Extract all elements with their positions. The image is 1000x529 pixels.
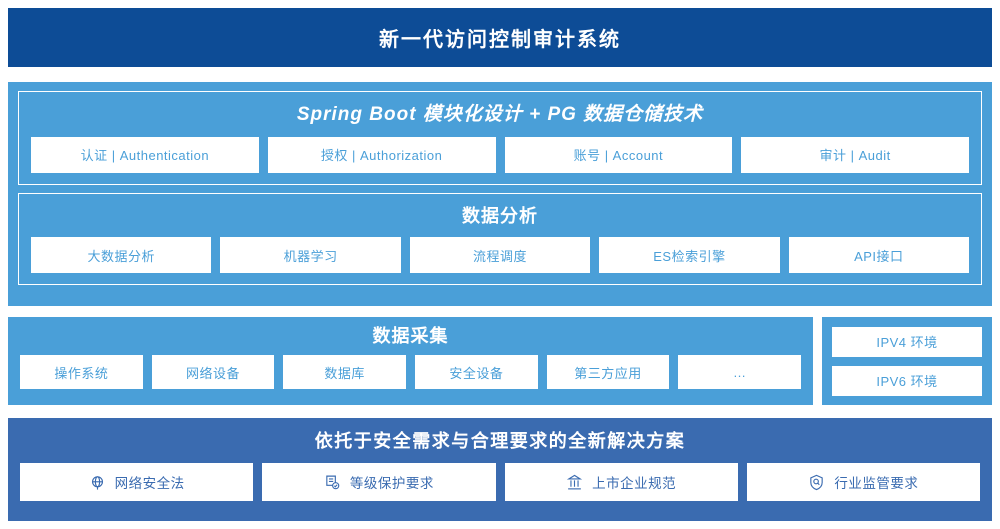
chip-machine-learning[interactable]: 机器学习 <box>220 237 401 274</box>
data-collection-block: 数据采集 操作系统 网络设备 数据库 安全设备 第三方应用 … <box>8 317 813 405</box>
chip-process-scheduling[interactable]: 流程调度 <box>409 237 591 274</box>
chip-ipv4-environment[interactable]: IPV4 环境 <box>832 326 982 357</box>
chip-es-search-engine[interactable]: ES检索引擎 <box>599 237 780 274</box>
ip-environment-block: IPV4 环境 IPV6 环境 <box>822 317 992 405</box>
chip-more-ellipsis[interactable]: … <box>678 355 802 390</box>
chip-classified-protection-label: 等级保护要求 <box>349 476 434 492</box>
data-collection-heading: 数据采集 <box>372 326 449 346</box>
data-collection-chip-row: 操作系统 网络设备 数据库 安全设备 第三方应用 … <box>20 355 802 390</box>
chip-security-device[interactable]: 安全设备 <box>415 355 538 390</box>
chip-authentication[interactable]: 认证 | Authentication <box>31 136 259 173</box>
chip-industry-supervision[interactable]: 行业监管要求 <box>746 463 980 502</box>
solution-layer-block: 依托于安全需求与合理要求的全新解决方案 网络安全法 <box>8 418 992 521</box>
chip-cybersecurity-law-label: 网络安全法 <box>114 476 185 492</box>
solution-chip-row: 网络安全法 等级保护要求 <box>20 463 980 502</box>
chip-account[interactable]: 账号 | Account <box>504 136 733 173</box>
chip-database[interactable]: 数据库 <box>283 355 407 390</box>
page-title: 新一代访问控制审计系统 <box>379 29 621 51</box>
chip-classified-protection[interactable]: 等级保护要求 <box>262 463 496 502</box>
bank-building-icon <box>566 474 583 491</box>
chip-ipv6-environment[interactable]: IPV6 环境 <box>832 365 982 396</box>
data-analysis-heading: 数据分析 <box>462 206 538 226</box>
document-check-icon <box>324 474 341 491</box>
shield-search-icon <box>808 474 825 491</box>
data-analysis-chip-row: 大数据分析 机器学习 流程调度 ES检索引擎 API接口 <box>31 237 970 274</box>
platform-layer-block: Spring Boot 模块化设计 + PG 数据仓储技术 认证 | Authe… <box>8 82 992 306</box>
globe-icon <box>89 474 106 491</box>
chip-industry-supervision-label: 行业监管要求 <box>834 476 919 492</box>
springboot-panel: Spring Boot 模块化设计 + PG 数据仓储技术 认证 | Authe… <box>18 91 982 185</box>
chip-operating-system[interactable]: 操作系统 <box>20 355 143 390</box>
chip-authorization[interactable]: 授权 | Authorization <box>267 136 496 173</box>
chip-third-party-app[interactable]: 第三方应用 <box>546 355 670 390</box>
springboot-chip-row: 认证 | Authentication 授权 | Authorization 账… <box>31 136 969 173</box>
chip-audit[interactable]: 审计 | Audit <box>741 136 969 173</box>
springboot-heading: Spring Boot 模块化设计 + PG 数据仓储技术 <box>296 104 704 125</box>
chip-listed-company-standard[interactable]: 上市企业规范 <box>504 463 738 502</box>
chip-big-data-analysis[interactable]: 大数据分析 <box>31 237 212 274</box>
chip-cybersecurity-law[interactable]: 网络安全法 <box>20 463 254 502</box>
page-title-bar: 新一代访问控制审计系统 <box>8 8 992 67</box>
collection-row: 数据采集 操作系统 网络设备 数据库 安全设备 第三方应用 … IPV4 环境 … <box>8 317 992 405</box>
solution-heading: 依托于安全需求与合理要求的全新解决方案 <box>314 431 686 451</box>
data-analysis-panel: 数据分析 大数据分析 机器学习 流程调度 ES检索引擎 API接口 <box>18 193 982 285</box>
chip-listed-company-standard-label: 上市企业规范 <box>592 476 677 492</box>
chip-api-interface[interactable]: API接口 <box>788 237 970 274</box>
chip-network-device[interactable]: 网络设备 <box>151 355 275 390</box>
